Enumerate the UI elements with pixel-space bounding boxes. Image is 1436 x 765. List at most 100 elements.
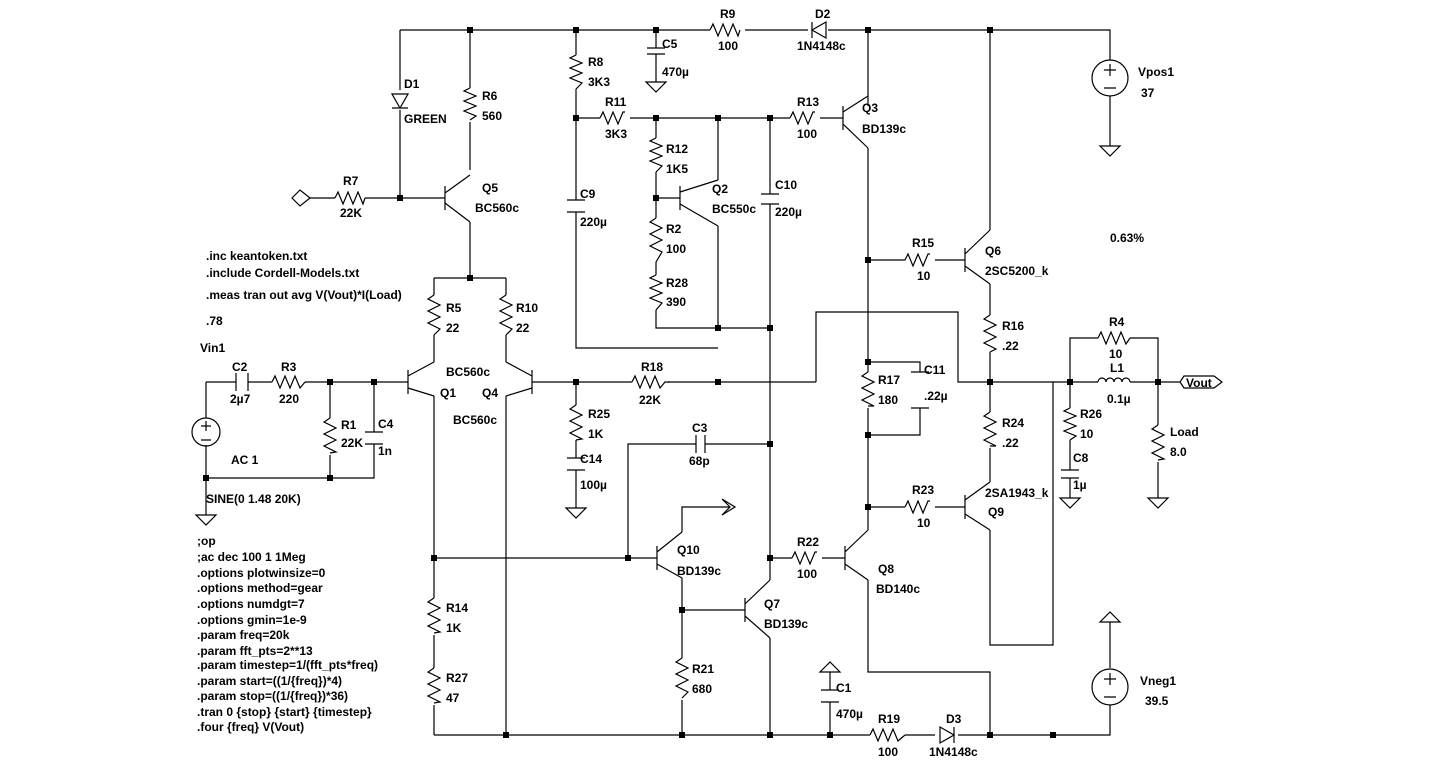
- label-r3: R3: [281, 360, 297, 374]
- label-q6: Q6: [985, 244, 1001, 258]
- label-r26: R26: [1080, 407, 1102, 421]
- value-r27: 47: [446, 691, 460, 705]
- label-r6: R6: [482, 89, 498, 103]
- value-r14: 1K: [446, 621, 462, 635]
- label-c3: C3: [692, 421, 708, 435]
- vneg-value: 39.5: [1145, 694, 1169, 708]
- value-r8: 3K3: [588, 75, 610, 89]
- value-c4: 1n: [378, 444, 392, 458]
- directive-line: ;ac dec 100 1 1Meg: [197, 550, 306, 564]
- directive-line: .param stop=((1/{freq})*36): [197, 689, 348, 703]
- label-r1: R1: [341, 418, 357, 432]
- label-r19: R19: [878, 712, 900, 726]
- vpos-name: Vpos1: [1138, 65, 1174, 79]
- label-q1: Q1: [440, 386, 456, 400]
- vout-net-label: Vout: [1186, 376, 1212, 390]
- label-q4: Q4: [482, 386, 498, 400]
- label-r17: R17: [878, 373, 900, 387]
- directive-line: .param start=((1/{freq})*4): [197, 674, 342, 688]
- label-load: Load: [1170, 425, 1199, 439]
- vin-name: Vin1: [200, 341, 225, 355]
- value-r28: 390: [666, 295, 686, 309]
- label-d1: D1: [404, 77, 420, 91]
- value-c3: 68p: [689, 454, 710, 468]
- label-c4: C4: [378, 417, 394, 431]
- label-q7: Q7: [764, 597, 780, 611]
- value-r9: 100: [718, 39, 738, 53]
- value-c11: .22µ: [924, 389, 948, 403]
- label-r4: R4: [1109, 315, 1125, 329]
- wires: [205, 29, 1180, 736]
- label-c11: C11: [924, 363, 946, 377]
- directive-line: .include Cordell-Models.txt: [206, 266, 359, 280]
- value-r23: 10: [917, 516, 931, 530]
- value-r1: 22K: [341, 436, 363, 450]
- value-r25: 1K: [588, 427, 604, 441]
- value-r11: 3K3: [605, 127, 627, 141]
- label-l1: L1: [1110, 361, 1124, 375]
- value-d1: GREEN: [404, 112, 447, 126]
- value-q6: 2SC5200_k: [985, 264, 1049, 278]
- label-r13: R13: [797, 95, 819, 109]
- directive-line: .inc keantoken.txt: [206, 249, 307, 263]
- label-c5: C5: [662, 37, 678, 51]
- label-r22: R22: [797, 535, 819, 549]
- label-r21: R21: [692, 662, 714, 676]
- label-r10: R10: [516, 301, 538, 315]
- value-q10: BD139c: [677, 564, 721, 578]
- value-q1: BC560c: [446, 365, 490, 379]
- directive-line: .options plotwinsize=0: [197, 566, 326, 580]
- value-r6: 560: [482, 109, 502, 123]
- directive-line: .options numdgt=7: [197, 597, 305, 611]
- value-r10: 22: [516, 321, 530, 335]
- label-r9: R9: [720, 7, 736, 21]
- value-c9: 220µ: [580, 215, 607, 229]
- value-r4: 10: [1109, 347, 1123, 361]
- label-r5: R5: [446, 301, 462, 315]
- value-r18: 22K: [639, 393, 661, 407]
- directive-line: .param freq=20k: [197, 628, 290, 642]
- readouts: .78 0.63%: [206, 231, 1144, 328]
- directive-line: .four {freq} V(Vout): [197, 720, 304, 734]
- value-r12: 1K5: [666, 162, 688, 176]
- value-r24: .22: [1002, 436, 1019, 450]
- label-r2: R2: [666, 222, 682, 236]
- label-q5: Q5: [482, 181, 498, 195]
- value-d2: 1N4148c: [797, 39, 846, 53]
- value-q4: BC560c: [453, 413, 497, 427]
- label-q8: Q8: [878, 562, 894, 576]
- value-r2: 100: [666, 242, 686, 256]
- value-c8: 1µ: [1073, 478, 1087, 492]
- value-q3: BD139c: [862, 122, 906, 136]
- label-q3: Q3: [862, 101, 878, 115]
- label-r15: R15: [912, 236, 934, 250]
- value-l1: 0.1µ: [1107, 392, 1131, 406]
- value-q8: BD140c: [876, 582, 920, 596]
- label-d2: D2: [815, 7, 831, 21]
- spice-directives-bottom: ;op ;ac dec 100 1 1Meg .options plotwins…: [197, 534, 378, 734]
- value-r19: 100: [878, 745, 898, 759]
- value-c1: 470µ: [836, 707, 863, 721]
- value-r7: 22K: [340, 206, 362, 220]
- label-r25: R25: [588, 407, 610, 421]
- directive-line: .options gmin=1e-9: [197, 613, 307, 627]
- value-r3: 220: [279, 392, 299, 406]
- label-r23: R23: [912, 483, 934, 497]
- label-c1: C1: [836, 681, 852, 695]
- spice-directives-top: .inc keantoken.txt .include Cordell-Mode…: [206, 249, 402, 302]
- label-r24: R24: [1002, 416, 1024, 430]
- component-labels: R9 100 D2 1N4148c C5 470µ R8 3K3 D1 GREE…: [230, 7, 1199, 759]
- label-c8: C8: [1073, 451, 1089, 465]
- value-c5: 470µ: [662, 65, 689, 79]
- label-r11: R11: [605, 95, 627, 109]
- value-q7: BD139c: [764, 617, 808, 631]
- value-r5: 22: [446, 321, 460, 335]
- label-c10: C10: [775, 178, 797, 192]
- vin-ac: AC 1: [231, 453, 259, 467]
- value-load: 8.0: [1170, 445, 1187, 459]
- label-q10: Q10: [677, 543, 700, 557]
- label-c2: C2: [232, 360, 248, 374]
- value-r16: .22: [1002, 339, 1019, 353]
- value-q5: BC560c: [475, 201, 519, 215]
